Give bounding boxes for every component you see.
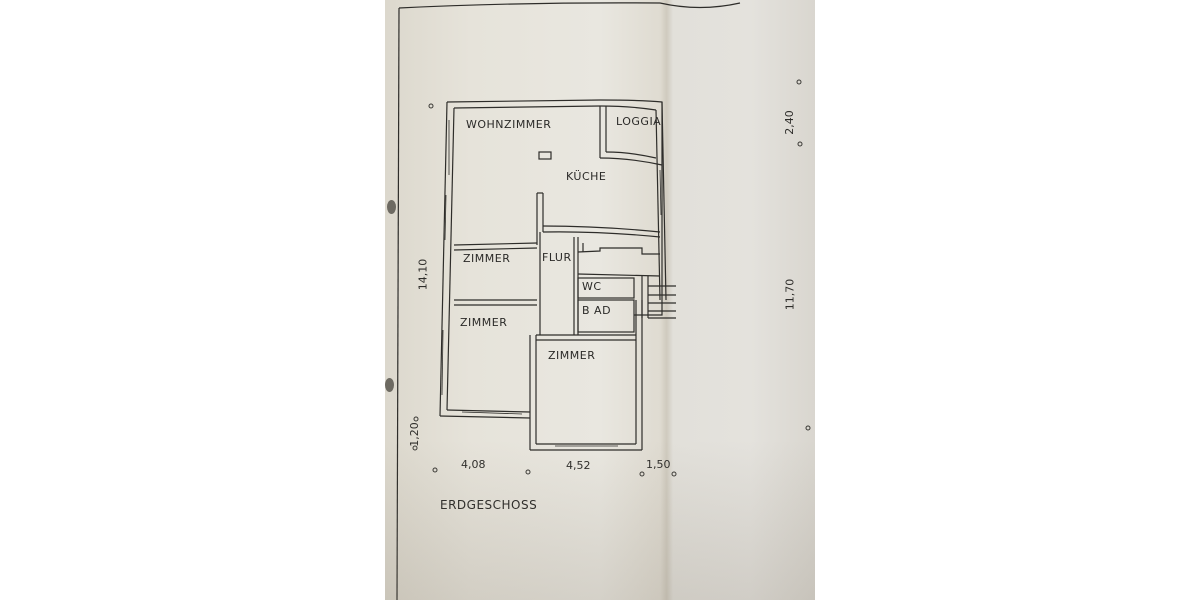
room-label-loggia: LOGGIA (616, 115, 662, 128)
floor-plan-photo: WOHNZIMMER LOGGIA KÜCHE ZIMMER FLUR WC B… (385, 0, 815, 600)
dimension-bottom-right: 1,50 (646, 458, 671, 471)
dimension-bottom-mid: 4,52 (566, 459, 591, 472)
floor-plan-drawing (396, 2, 811, 600)
room-label-wohnzimmer: WOHNZIMMER (466, 118, 552, 131)
dimension-right-top: 2,40 (782, 110, 796, 135)
dimension-left-height: 14,10 (416, 258, 430, 291)
room-label-zimmer-1: ZIMMER (463, 252, 511, 265)
room-label-kueche: KÜCHE (566, 170, 607, 183)
room-label-wc: WC (582, 280, 602, 293)
dimension-bottom-left: 4,08 (461, 458, 486, 471)
room-label-zimmer-3: ZIMMER (548, 349, 596, 362)
room-label-flur: FLUR (542, 251, 572, 264)
binder-hole-top (387, 200, 396, 214)
dimension-right-main: 11,70 (783, 278, 797, 311)
floor-title: ERDGESCHOSS (440, 498, 538, 512)
dimension-left-bottom-offset: 1,20 (407, 422, 421, 447)
room-label-bad: B AD (582, 304, 612, 317)
binder-hole-bottom (385, 378, 394, 392)
room-label-zimmer-2: ZIMMER (460, 316, 508, 329)
